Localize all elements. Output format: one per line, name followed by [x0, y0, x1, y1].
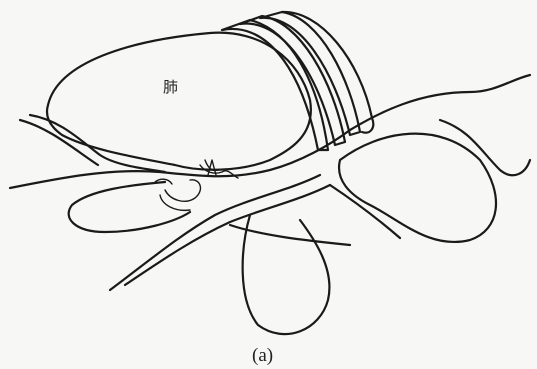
main-bronchus	[10, 75, 530, 188]
lung-outline	[47, 33, 311, 170]
left-lower-air-sac	[69, 182, 190, 232]
figure-caption: (a)	[252, 345, 273, 366]
posterior-air-sac	[339, 134, 496, 242]
central-vessels	[155, 160, 238, 210]
lung-label: 肺	[163, 78, 178, 96]
